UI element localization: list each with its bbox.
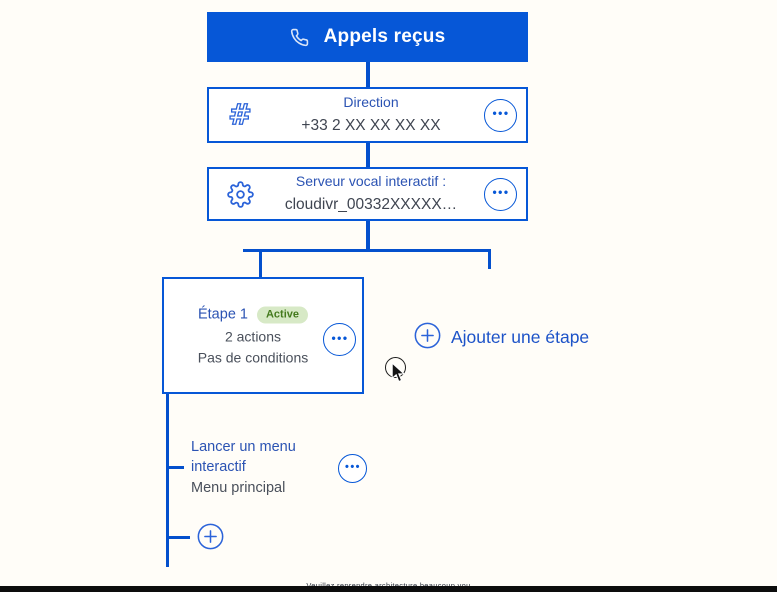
click-indicator-ring: [385, 357, 406, 378]
step-actions-connector: [166, 394, 169, 567]
phone-icon: [290, 28, 309, 47]
direction-menu-button[interactable]: •••: [484, 98, 517, 132]
incoming-calls-header: Appels reçus: [207, 12, 528, 62]
ivr-name: cloudivr_00332XXXXX…: [284, 195, 458, 213]
connector-header-direction: [366, 62, 370, 87]
branch-horizontal-line: [243, 249, 491, 252]
plus-icon: [414, 322, 441, 352]
ivr-node[interactable]: Serveur vocal interactif : cloudivr_0033…: [207, 167, 528, 221]
step-title: Étape 1: [197, 306, 248, 323]
step-card[interactable]: Étape 1 Active 2 actions Pas de conditio…: [162, 277, 364, 394]
plus-icon: [197, 523, 224, 553]
direction-node[interactable]: # Direction +33 2 XX XX XX XX •••: [207, 87, 528, 143]
add-step-button[interactable]: Ajouter une étape: [414, 322, 589, 352]
ivr-menu-button[interactable]: •••: [484, 177, 517, 211]
step-menu-button[interactable]: •••: [323, 323, 356, 356]
menu-action-tick: [166, 466, 184, 469]
branch-drop-left: [259, 249, 262, 278]
header-title: Appels reçus: [323, 26, 446, 47]
status-badge: Active: [256, 306, 309, 323]
add-action-button[interactable]: [197, 523, 224, 553]
menu-action-value: Menu principal: [191, 480, 286, 496]
ivr-label: Serveur vocal interactif :: [295, 173, 447, 190]
add-action-tick: [166, 536, 190, 539]
mouse-cursor-icon: [391, 361, 406, 388]
direction-number: +33 2 XX XX XX XX: [301, 116, 441, 134]
connector-direction-ivr: [366, 143, 370, 167]
svg-text:#: #: [228, 98, 252, 131]
letterbox-bar: [0, 586, 777, 592]
gear-icon: [222, 180, 258, 208]
direction-label: Direction: [343, 94, 399, 111]
step-actions-count: 2 actions: [224, 328, 282, 344]
menu-action-menu-button[interactable]: •••: [338, 454, 367, 483]
hash-icon: #: [222, 98, 258, 132]
connector-ivr-branch: [366, 221, 370, 250]
branch-drop-right: [488, 249, 491, 269]
add-step-label: Ajouter une étape: [451, 326, 590, 347]
caption-text: Veuillez reprendre architecture beaucoup…: [0, 581, 777, 590]
step-conditions: Pas de conditions: [197, 349, 309, 365]
menu-action-label[interactable]: Lancer un menu interactif: [191, 439, 296, 475]
